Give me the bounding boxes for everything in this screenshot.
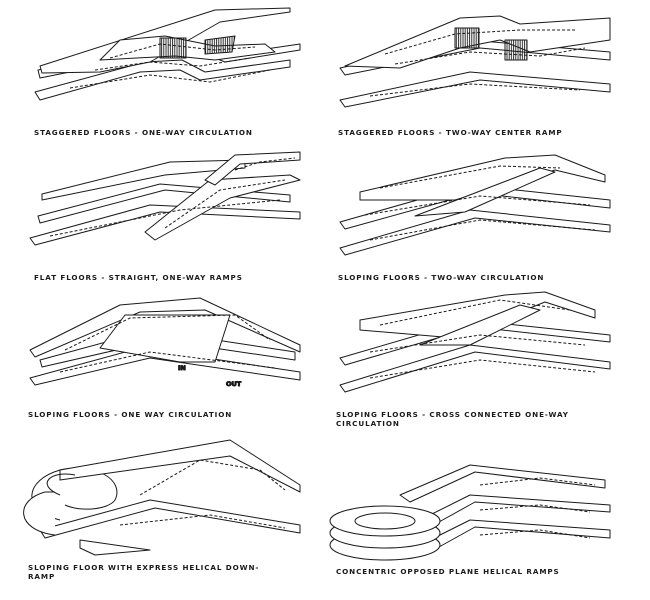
entry-label: IN: [178, 364, 186, 372]
ramp-wall: [204, 35, 236, 55]
diagram-flat-floors: [29, 151, 301, 246]
diagram-sloping-one-way: IN OUT: [29, 297, 301, 389]
circulation-path: [49, 157, 296, 237]
floor-slab: [359, 154, 606, 201]
caption-staggered-two-way: STAGGERED FLOORS - TWO-WAY CENTER RAMP: [338, 128, 563, 137]
circulation-path: [69, 43, 271, 89]
floor-slab: [59, 439, 301, 493]
floor-slab: [419, 519, 611, 553]
floor-slab: [99, 314, 231, 363]
caption-flat-floors: FLAT FLOORS - STRAIGHT, ONE-WAY RAMPS: [34, 273, 243, 282]
floor-slab: [359, 291, 596, 339]
floor-slab: [34, 59, 291, 101]
caption-helical-down-ramp: SLOPING FLOOR WITH EXPRESS HELICAL DOWN-…: [28, 563, 260, 581]
diagram-staggered-one-way: [34, 7, 301, 101]
floor-slab: [419, 304, 541, 346]
circulation-path: [119, 459, 286, 529]
floor-slab: [39, 499, 301, 539]
floor-slab: [414, 167, 556, 217]
circulation-path: [369, 29, 586, 97]
caption-sloping-two-way: SLOPING FLOORS - TWO-WAY CIRCULATION: [338, 273, 545, 282]
floor-slab: [41, 159, 246, 201]
exit-label: OUT: [226, 380, 242, 388]
floor-slab: [99, 35, 276, 61]
diagram-helical-down-ramp: [23, 439, 301, 556]
diagram-staggered-two-way: [339, 15, 611, 108]
ramp-wall: [454, 27, 480, 49]
circulation-path: [479, 477, 596, 539]
circulation-path: [364, 165, 596, 241]
caption-sloping-cross-connected: SLOPING FLOORS - CROSS CONNECTED ONE-WAY…: [336, 410, 569, 428]
caption-sloping-one-way: SLOPING FLOORS - ONE WAY CIRCULATION: [28, 410, 233, 419]
diagram-sloping-two-way: [339, 154, 611, 256]
floor-slab: [29, 204, 301, 246]
floor-slab: [399, 464, 606, 503]
circulation-path: [369, 299, 596, 379]
helical-ramp: [46, 473, 76, 496]
diagram-concentric-helical: [329, 464, 611, 561]
floor-slab: [339, 71, 611, 108]
helical-ramp: [23, 491, 56, 536]
helical-ramp: [354, 512, 416, 530]
diagram-sloping-cross-connected: [339, 291, 611, 393]
floor-slab: [29, 297, 301, 358]
floor-slab: [79, 539, 151, 556]
caption-staggered-one-way: STAGGERED FLOORS - ONE-WAY CIRCULATION: [34, 128, 253, 137]
ramp-wall: [504, 39, 528, 61]
ramp-wall: [159, 37, 187, 59]
circulation-path: [59, 314, 276, 373]
caption-concentric-helical: CONCENTRIC OPPOSED PLANE HELICAL RAMPS: [336, 567, 560, 576]
